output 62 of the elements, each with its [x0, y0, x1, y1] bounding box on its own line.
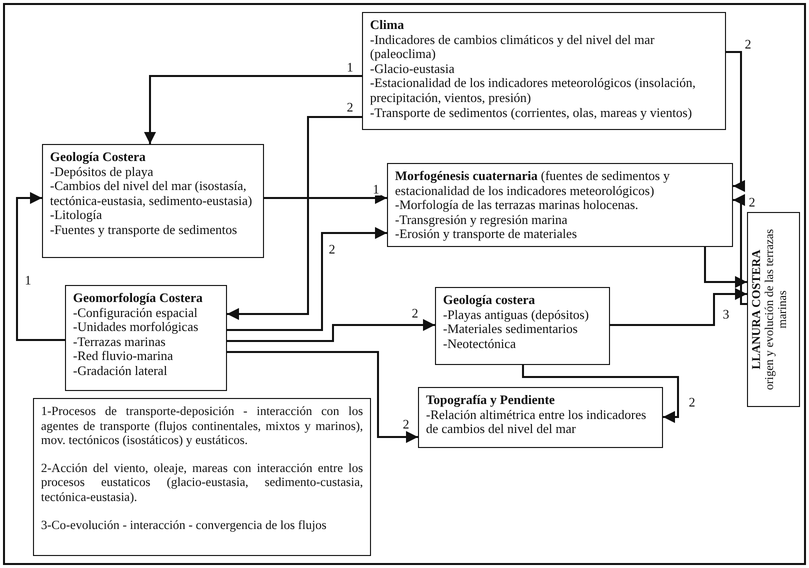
list-item: -Depósitos de playa [50, 164, 154, 180]
edge-label: 1 [24, 274, 32, 286]
list-item: -Gradación lateral [73, 364, 168, 379]
arrow [704, 247, 747, 288]
box-heading: Topografía y Pendiente [426, 393, 556, 408]
process-box [362, 12, 726, 130]
box-heading: Clima [370, 18, 405, 33]
list-item: -Terrazas marinas [73, 334, 166, 350]
edge-label: 2 [748, 196, 756, 208]
arrow [264, 192, 387, 204]
arrow [610, 288, 747, 326]
arrow [227, 227, 387, 331]
arrow [144, 75, 362, 144]
box-heading: Geología costera [443, 293, 536, 308]
arrow [733, 194, 747, 305]
list-item: -Litología [50, 208, 103, 223]
box-heading: LLANURA COSTERA [750, 248, 762, 372]
box-subtitle: origen y evolución de las terrazas marinas [762, 228, 788, 392]
arrow [227, 319, 435, 342]
edge-label: 2 [328, 242, 336, 256]
list-item: -Glacio-eustasia [370, 62, 456, 76]
box-heading: Geomorfología Costera [73, 291, 204, 306]
list-item: Morfogénesis cuaternaria (fuentes de sedimentos y estacionalidad de los indicadores meteorológicos) [395, 169, 671, 198]
process-box [65, 285, 227, 391]
list-item: -Neotectónica [443, 336, 517, 352]
list-item: -Red fluvio-marina [73, 349, 174, 364]
process-box [42, 144, 264, 258]
list-item: -Transporte de sedimentos (corrientes, olas, mareas y vientos) [370, 106, 693, 120]
list-item: -Transgresión y regresión marina [395, 212, 568, 228]
arrow [522, 365, 679, 423]
edge-label: 2 [688, 396, 696, 408]
process-box [387, 163, 733, 247]
edge-label: 2 [410, 306, 420, 320]
list-item: -Fuentes y transporte de sedimentos [50, 222, 238, 238]
edge-label: 1 [372, 182, 380, 196]
edge-label: 1 [346, 60, 354, 74]
process-box [418, 387, 663, 448]
list-item: -Erosión y transporte de materiales [395, 227, 578, 242]
process-box [747, 212, 800, 407]
note-paragraph: 2-Acción del viento, oleaje, mareas con interacción entre los procesos eustaticos (glacio-eustasia, sedimento-custasia, tectónica-eustasia). [41, 460, 363, 505]
list-item: -Playas antiguas (depósitos) [443, 308, 590, 322]
list-item: -Cambios del nivel del mar (isostasía, tectónica-eustasia, sedimento-eustasia) [50, 179, 254, 208]
arrow [227, 351, 418, 443]
note-paragraph: 3-Co-evolución - interacción - convergencia de los flujos [41, 518, 328, 532]
list-item: -Materiales sedimentarios [443, 322, 578, 337]
note-paragraph: 1-Procesos de transporte-deposición - interacción con los agentes de transporte (flujos continentales, mixtos y marinos), mov. tectónicos (isostáticos) y eustáticos. [41, 404, 363, 448]
edge-label: 3 [722, 308, 730, 320]
edge-label: 2 [402, 418, 410, 430]
box-heading: Geología Costera [50, 150, 147, 165]
list-item: -Estacionalidad de los indicadores meteorológicos (insolación, precipitación, vientos, presión) [370, 76, 697, 106]
list-item: -Unidades morfológicas [73, 320, 200, 335]
arrow [726, 51, 745, 192]
list-item: -Morfología de las terrazas marinas holocenas. [395, 198, 638, 213]
arrow [16, 192, 65, 341]
list-item: -Relación altimétrica entre los indicadores de cambios del nivel del mar [426, 408, 648, 437]
list-item: -Configuración espacial [73, 306, 199, 320]
arrow [227, 116, 362, 320]
edge-label: 2 [346, 100, 354, 114]
process-box [435, 287, 610, 365]
edge-label: 2 [744, 38, 752, 50]
notes-box [33, 398, 371, 556]
list-item: -Indicadores de cambios climáticos y del nivel del mar (paleoclima) [370, 32, 656, 62]
